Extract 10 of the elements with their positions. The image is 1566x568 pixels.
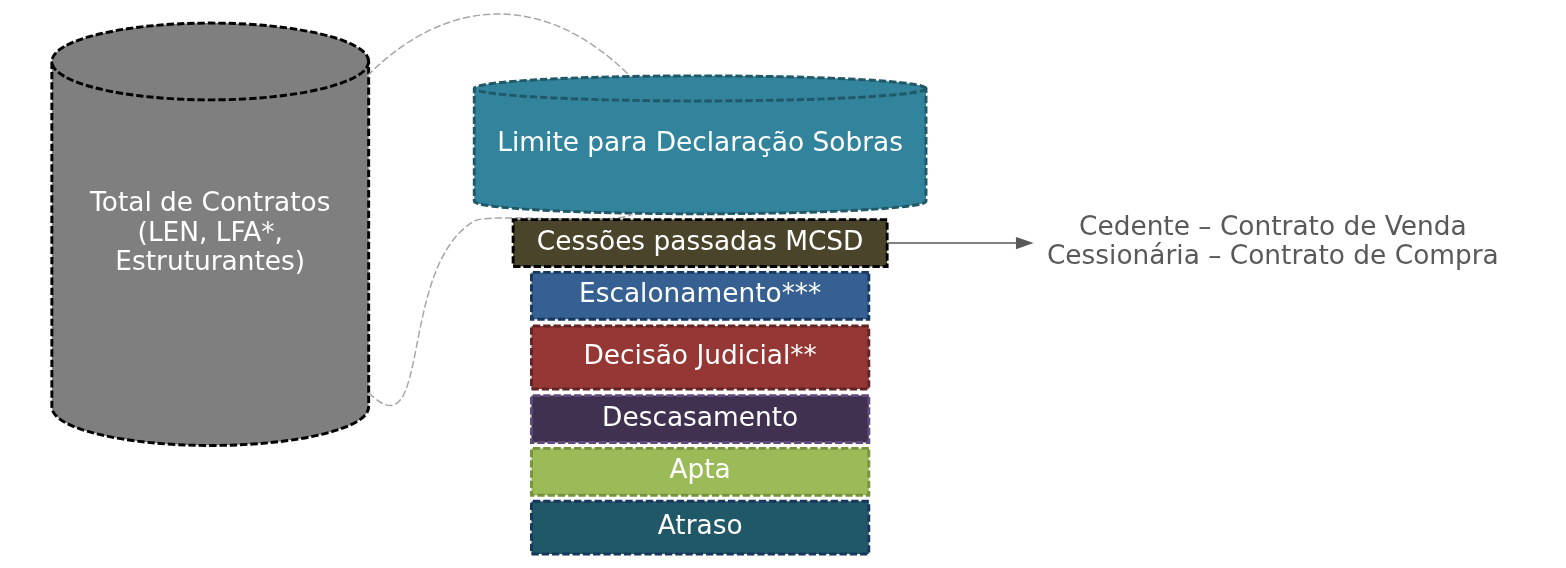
node-box: Apta <box>530 446 871 497</box>
node-text: Cedente – Contrato de Venda Cessionária – Contrato de Compra <box>1046 209 1499 271</box>
node-box: Cessões passadas MCSD <box>511 218 889 268</box>
node-box: Escalonamento*** <box>530 270 871 321</box>
connector <box>367 213 634 406</box>
node-box: Atraso <box>530 499 871 556</box>
connector <box>366 13 631 77</box>
arrow <box>886 236 1034 250</box>
node-box: Descasamento <box>530 394 871 444</box>
node-box: Decisão Judicial** <box>530 324 871 391</box>
